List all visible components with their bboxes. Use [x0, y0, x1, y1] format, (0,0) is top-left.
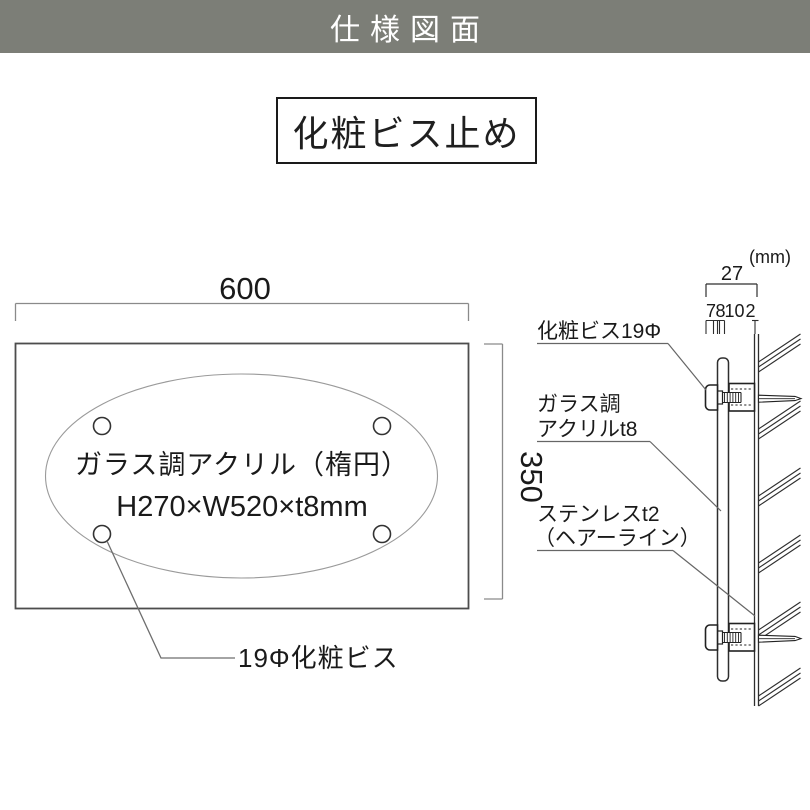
side-label-acrylic-1: ガラス調 [537, 393, 621, 416]
side-label-acrylic-leader [537, 440, 722, 512]
dim-sub-8-label: 8 [715, 301, 725, 321]
side-label-stainless-1: ステンレスt2 [537, 503, 660, 526]
screw-assembly-top [704, 382, 803, 412]
dim-sub-ticks [705, 319, 759, 334]
screw-note-leader-line [106, 540, 235, 659]
screw-hole-top-left [92, 416, 112, 436]
screw-hole-bottom-left [92, 524, 112, 544]
sign-plate-outline [14, 342, 470, 610]
acrylic-ellipse-outline [44, 373, 439, 579]
panel-size-text: H270×W520×t8mm [116, 491, 367, 523]
side-view: (mm) 27 7 8 10 2 [534, 247, 803, 707]
screw-hole-bottom-right [372, 524, 392, 544]
dim-sub-7-label: 7 [706, 301, 716, 321]
acrylic-plate [716, 357, 730, 682]
header-bar: 仕様図面 [0, 0, 810, 53]
unit-label: (mm) [749, 247, 791, 267]
screw-note-label: 19Φ化粧ビス [238, 643, 399, 673]
side-label-screw-leader [537, 342, 707, 391]
dim-width-600-label: 600 [219, 271, 271, 306]
wall-hatch-marks [758, 333, 801, 707]
panel-material-text: ガラス調アクリル（楕円） [75, 450, 409, 480]
front-view: 600 350 ガラス調アクリル（楕円） H270×W520×t8mm 19 [14, 271, 549, 673]
dim-total-27-label: 27 [721, 263, 743, 285]
method-title-label: 化粧ビス止め [292, 112, 521, 154]
side-label-stainless-2: （ヘアーライン） [534, 527, 701, 550]
dim-width-600 [14, 302, 470, 321]
dim-height-350 [484, 343, 504, 600]
dim-total-27 [705, 283, 758, 297]
dim-sub-2-label: 2 [745, 301, 755, 321]
side-label-acrylic-2: アクリルt8 [537, 418, 637, 441]
dim-sub-10-label: 10 [724, 301, 744, 321]
page-title: 仕様図面 [330, 13, 490, 47]
side-label-stainless-leader [537, 549, 756, 617]
side-label-screw: 化粧ビス19Φ [537, 320, 661, 343]
screw-hole-top-right [372, 416, 392, 436]
dim-height-350-label: 350 [514, 451, 549, 503]
method-title-box: 化粧ビス止め [276, 97, 537, 164]
